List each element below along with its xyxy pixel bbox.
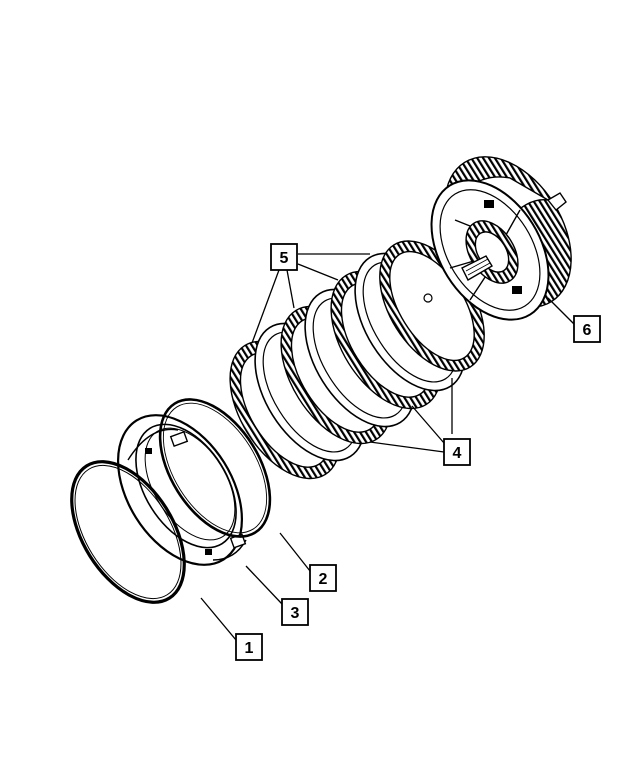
- reaction-plate-part-3: [116, 414, 247, 566]
- callout-1: 1: [235, 633, 263, 661]
- callout-3-label: 3: [291, 605, 300, 622]
- callout-4-label: 4: [453, 445, 462, 462]
- callout-6-label: 6: [583, 322, 592, 339]
- clutch-pack: [229, 240, 485, 480]
- clutch-housing-part-6: [423, 156, 572, 321]
- callout-1-label: 1: [245, 640, 254, 657]
- snap-ring-part-2: [158, 398, 272, 538]
- snap-ring-part-1: [70, 460, 186, 604]
- callout-6: 6: [573, 315, 601, 343]
- callout-5-label: 5: [280, 250, 289, 267]
- callout-5: 5: [270, 243, 298, 271]
- leader-lines: [200, 253, 575, 641]
- callout-2: 2: [309, 564, 337, 592]
- callout-4: 4: [443, 438, 471, 466]
- callout-2-label: 2: [319, 571, 328, 588]
- callout-3: 3: [281, 598, 309, 626]
